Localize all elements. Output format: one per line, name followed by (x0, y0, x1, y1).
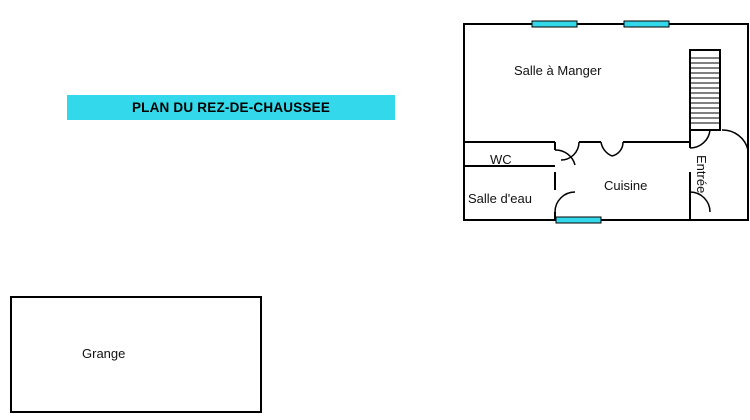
room-label-salle-deau: Salle d'eau (468, 191, 532, 206)
staircase-outline (689, 49, 721, 131)
door-entry-top (689, 129, 711, 149)
door-kitchen-wc (554, 149, 576, 166)
room-label-cuisine: Cuisine (604, 178, 647, 193)
room-label-salle-a-manger: Salle à Manger (514, 63, 602, 78)
door-kitchen-dining-b (600, 141, 613, 157)
door-swing-icon (554, 129, 749, 213)
room-label-entree: Entrée (694, 155, 709, 193)
window-icon (623, 20, 670, 28)
house-outline (463, 23, 749, 221)
door-main-entrance (721, 129, 749, 151)
door-kitchen-bathroom (554, 191, 576, 213)
door-kitchen-dining-c (611, 141, 624, 157)
staircase-icon (690, 57, 720, 124)
window-icon (555, 216, 602, 224)
window-icon (531, 20, 578, 28)
door-kitchen-dining-a (560, 141, 580, 161)
grange-outline (10, 296, 262, 413)
room-label-grange: Grange (82, 346, 125, 361)
room-label-wc: WC (490, 152, 512, 167)
plan-title: PLAN DU REZ-DE-CHAUSSEE (67, 95, 395, 120)
door-entry-bottom (689, 191, 711, 213)
